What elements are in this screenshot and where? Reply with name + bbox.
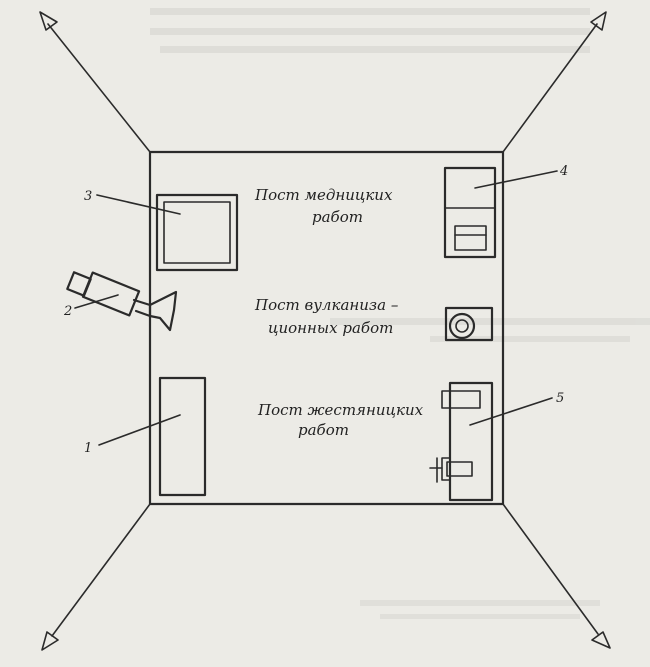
bleed-through-text bbox=[150, 8, 650, 619]
vulcanization-fixture bbox=[444, 306, 494, 342]
leader-5 bbox=[469, 397, 553, 426]
item-5-tinsmith-equipment bbox=[429, 381, 494, 502]
item-3-coppersmith-bench bbox=[155, 193, 239, 272]
arrowhead-top-right bbox=[590, 11, 607, 31]
leader-2 bbox=[74, 294, 119, 309]
callout-4: 4 bbox=[559, 164, 568, 179]
arrow-top-right bbox=[502, 23, 598, 153]
callout-3: 3 bbox=[84, 189, 92, 204]
arrowhead-bottom-right bbox=[591, 631, 611, 649]
arrow-bottom-left bbox=[51, 503, 151, 637]
arrowhead-top-left bbox=[39, 11, 58, 31]
label-tinsmith-line2: работ bbox=[298, 421, 349, 439]
room-outline bbox=[148, 150, 505, 506]
leader-1 bbox=[98, 414, 181, 446]
item-2-vulcanizer bbox=[66, 271, 178, 332]
perspective-arrows bbox=[39, 11, 611, 651]
arrowhead-bottom-left bbox=[41, 631, 59, 651]
label-vulcanization-line1: Пост вулканиза – bbox=[254, 296, 398, 314]
item-1-tinsmith-bench bbox=[158, 376, 207, 497]
arrow-bottom-right bbox=[502, 503, 599, 635]
callout-2: 2 bbox=[63, 304, 72, 319]
label-vulcanization-line2: ционных работ bbox=[268, 319, 393, 337]
callout-5: 5 bbox=[556, 391, 564, 406]
arrow-top-left bbox=[47, 23, 151, 153]
label-tinsmith-line1: Пост жестяницких bbox=[257, 401, 424, 419]
leader-3 bbox=[96, 194, 181, 215]
callout-1: 1 bbox=[84, 441, 92, 456]
label-coppersmith-line2: работ bbox=[312, 208, 363, 226]
label-coppersmith-line1: Пост медницких bbox=[254, 186, 393, 204]
item-4-cabinet bbox=[443, 166, 497, 259]
leader-4 bbox=[474, 170, 558, 189]
